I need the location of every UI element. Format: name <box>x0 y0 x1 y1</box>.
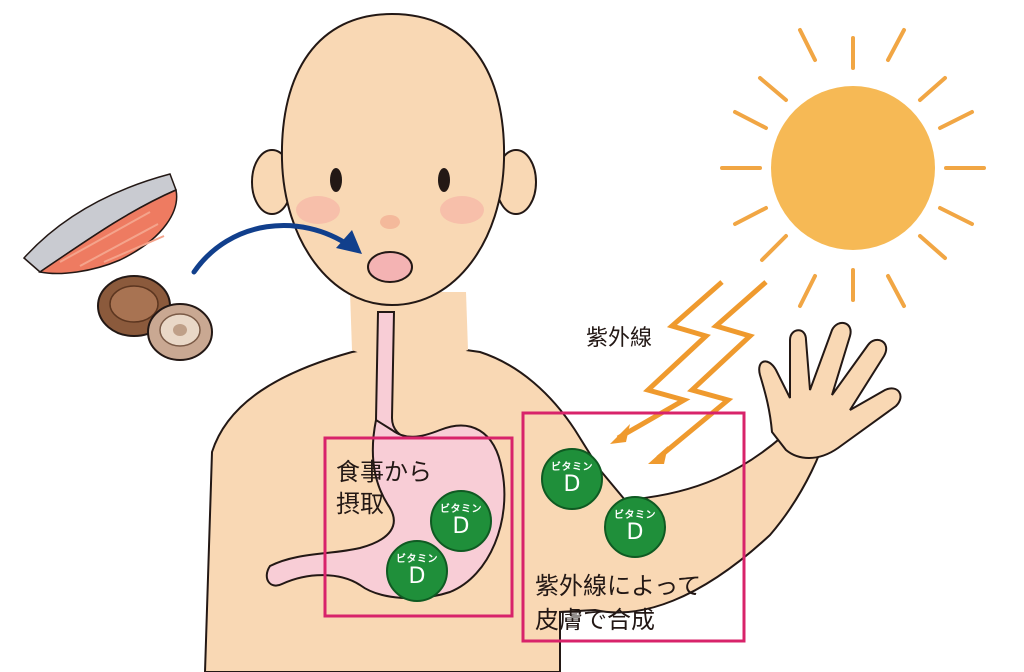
vitamin-d-badge-letter: D <box>563 472 581 497</box>
vitamin-d-badge-kana: ビタミン <box>614 510 656 521</box>
intake-arrow <box>191 223 353 275</box>
vitamin-d-badge: ビタミン D <box>430 490 492 552</box>
vitamin-d-badge: ビタミン D <box>541 448 603 510</box>
intake-arrowhead <box>336 230 362 254</box>
nose <box>380 215 400 229</box>
salmon-icon <box>22 173 178 275</box>
skin-synthesis-label-line1: 紫外線によって <box>535 572 702 600</box>
vitamin-d-badge-kana: ビタミン <box>396 554 438 565</box>
dietary-intake-box <box>323 436 514 618</box>
vitamin-d-badge-letter: D <box>452 514 470 539</box>
hand <box>758 321 902 459</box>
vitamin-d-badge-kana: ビタミン <box>440 504 482 515</box>
skin-synthesis-box <box>521 411 746 643</box>
vitamin-d-badge: ビタミン D <box>386 540 448 602</box>
right-eye <box>438 168 450 192</box>
vitamin-d-badge: ビタミン D <box>604 496 666 558</box>
skin-synthesis-label-line2: 皮膚で合成 <box>535 606 655 634</box>
sun <box>771 86 935 250</box>
uv-label: 紫外線 <box>586 326 653 351</box>
torso <box>203 340 834 672</box>
mushroom-icon <box>97 275 213 361</box>
sun-rays <box>720 28 986 308</box>
dietary-intake-label-line1: 食事から <box>336 458 432 486</box>
dietary-intake-label-line2: 摂取 <box>336 490 384 518</box>
vitamin-d-badge-letter: D <box>408 564 426 589</box>
right-cheek <box>440 196 484 224</box>
left-cheek <box>296 196 340 224</box>
head <box>280 12 506 307</box>
uv-arrows <box>616 280 768 460</box>
vitamin-d-badge-letter: D <box>626 520 644 545</box>
vitamin-d-badge-kana: ビタミン <box>551 462 593 473</box>
left-eye <box>330 168 342 192</box>
uv-arrowhead <box>648 446 668 464</box>
uv-arrowhead <box>610 424 630 444</box>
mouth <box>367 251 413 283</box>
